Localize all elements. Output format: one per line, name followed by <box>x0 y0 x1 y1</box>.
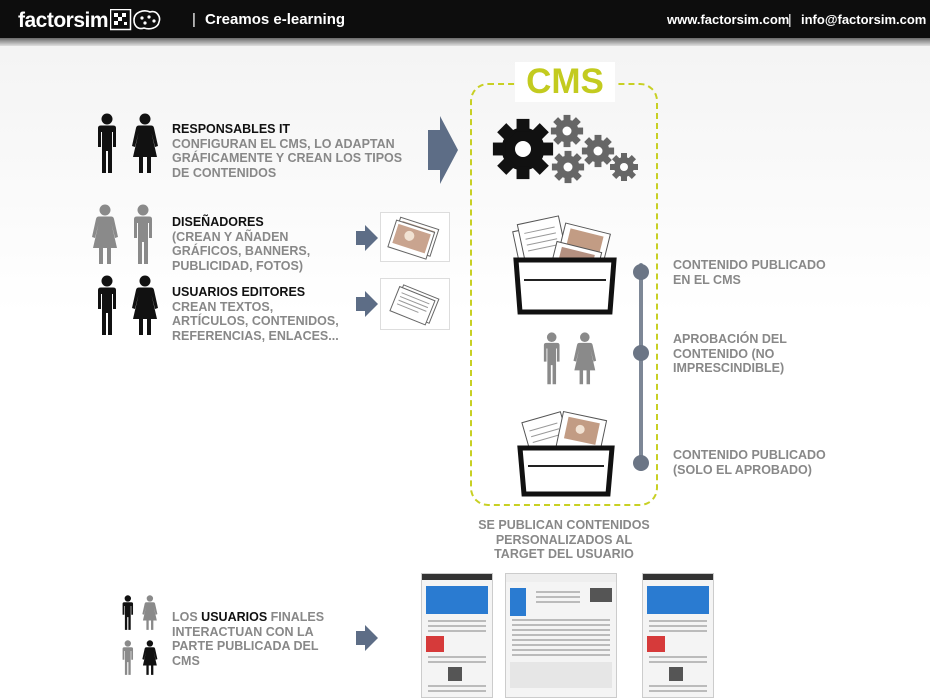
approved-document-tray-icon <box>517 410 615 497</box>
role-designers: DISEÑADORES (CREAN Y AÑADEN GRÁFICOS, BA… <box>172 215 347 273</box>
workflow-dot-approval <box>633 345 649 361</box>
end-users-icon-top <box>122 595 158 630</box>
right-arrow-icon <box>356 291 378 317</box>
header-separator: | <box>192 11 196 28</box>
photos-thumbnail <box>380 212 450 262</box>
website-screenshot-1 <box>421 573 493 698</box>
header-separator-2: | <box>788 11 792 27</box>
workflow-label-published: CONTENIDO PUBLICADO EN EL CMS <box>673 258 826 287</box>
designers-people-icon <box>92 204 152 264</box>
end-users-label: LOS USUARIOS FINALES INTERACTUAN CON LA … <box>172 610 342 668</box>
role-it: RESPONSABLES IT CONFIGURAN EL CMS, LO AD… <box>172 122 417 180</box>
role-editors-title: USUARIOS EDITORES <box>172 285 306 299</box>
brand-logo[interactable]: factorsim <box>18 9 109 32</box>
header-shadow <box>0 38 930 46</box>
role-it-title: RESPONSABLES IT <box>172 122 291 136</box>
publish-caption: SE PUBLICAN CONTENIDOS PERSONALIZADOS AL… <box>478 518 650 561</box>
pixel-brain-logo-icon <box>109 8 162 36</box>
top-bar <box>0 0 930 38</box>
workflow-dot-approved <box>633 455 649 471</box>
website-screenshot-3 <box>642 573 714 698</box>
role-designers-title: DISEÑADORES <box>172 215 264 229</box>
end-users-prefix: LOS <box>172 610 202 624</box>
workflow-line <box>639 263 643 471</box>
role-editors: USUARIOS EDITORES CREAN TEXTOS, ARTÍCULO… <box>172 285 352 343</box>
role-it-desc: CONFIGURAN EL CMS, LO ADAPTAN GRÁFICAMEN… <box>172 136 403 180</box>
right-arrow-icon <box>356 225 378 251</box>
header-tagline: Creamos e-learning <box>205 11 346 28</box>
right-arrow-icon <box>356 625 378 651</box>
website-link[interactable]: www.factorsim.com <box>667 12 790 27</box>
right-arrow-icon <box>428 116 458 184</box>
documents-thumbnail <box>380 278 450 330</box>
end-users-suffix: FINALES INTERACTUAN CON LA PARTE PUBLICA… <box>172 610 325 668</box>
it-people-icon <box>98 113 158 173</box>
role-editors-desc: CREAN TEXTOS, ARTÍCULOS, CONTENIDOS, REF… <box>172 299 339 343</box>
full-document-tray-icon <box>512 215 617 315</box>
approvers-people-icon <box>543 332 597 385</box>
workflow-label-approved: CONTENIDO PUBLICADO (SOLO EL APROBADO) <box>673 448 826 477</box>
cms-title: CMS <box>515 62 615 102</box>
end-users-highlight: USUARIOS <box>201 610 268 624</box>
website-screenshot-2 <box>505 573 617 698</box>
workflow-label-approval: APROBACIÓN DEL CONTENIDO (NO IMPRESCINDI… <box>673 332 787 375</box>
workflow-dot-published <box>633 264 649 280</box>
email-link[interactable]: info@factorsim.com <box>801 12 927 27</box>
role-designers-desc: (CREAN Y AÑADEN GRÁFICOS, BANNERS, PUBLI… <box>172 229 311 273</box>
end-users-icon-bottom <box>122 640 158 675</box>
editors-people-icon <box>98 275 158 335</box>
gears-icon <box>492 114 638 184</box>
